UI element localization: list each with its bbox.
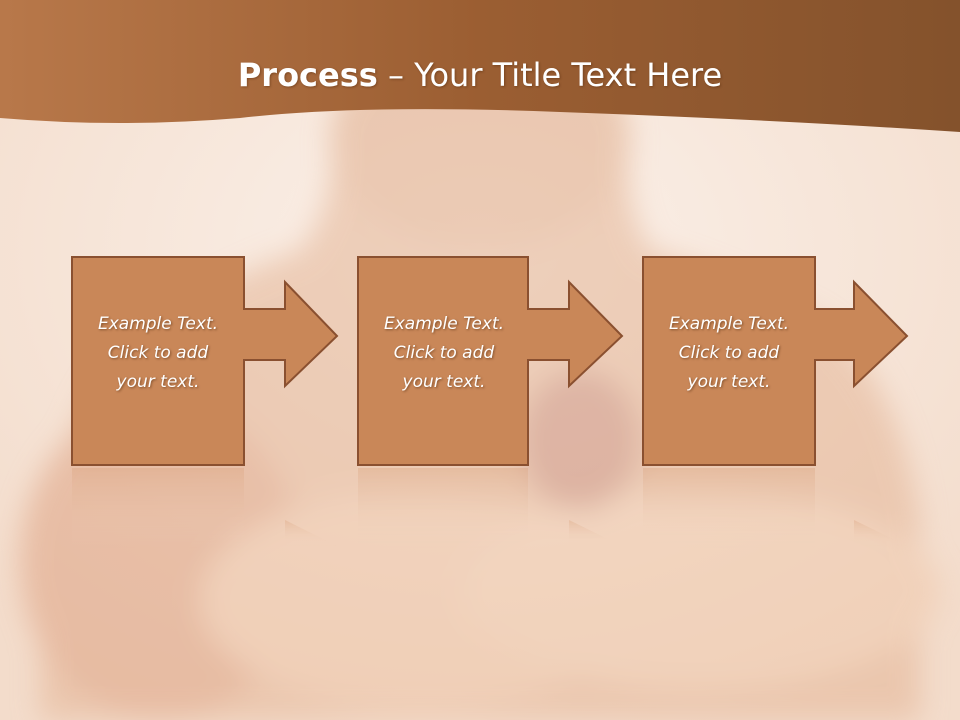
slide-title[interactable]: Process – Your Title Text Here bbox=[0, 52, 960, 98]
process-step-3[interactable]: Example Text. Click to add your text. bbox=[642, 256, 922, 466]
arrow-box-shape bbox=[642, 256, 909, 466]
step-text-line: your text. bbox=[687, 372, 771, 392]
step-text-line: Example Text. bbox=[383, 314, 505, 334]
step-text-line: your text. bbox=[116, 372, 200, 392]
step-text-line: Click to add bbox=[678, 343, 780, 363]
arrow-box-shape bbox=[357, 256, 624, 466]
step-text-line: Click to add bbox=[107, 343, 209, 363]
step-text-line: Example Text. bbox=[668, 314, 790, 334]
arrow-box-shape bbox=[71, 256, 339, 466]
step-reflection bbox=[71, 468, 351, 548]
title-rest-part: – Your Title Text Here bbox=[377, 56, 723, 94]
step-text: Example Text. Click to add your text. bbox=[646, 310, 812, 397]
step-text: Example Text. Click to add your text. bbox=[361, 310, 527, 397]
step-reflection bbox=[642, 468, 922, 548]
step-text-line: your text. bbox=[402, 372, 486, 392]
step-text: Example Text. Click to add your text. bbox=[75, 310, 241, 397]
step-text-line: Click to add bbox=[393, 343, 495, 363]
process-step-1[interactable]: Example Text. Click to add your text. bbox=[71, 256, 351, 466]
step-text-line: Example Text. bbox=[97, 314, 219, 334]
title-bold-part: Process bbox=[237, 56, 378, 94]
process-step-2[interactable]: Example Text. Click to add your text. bbox=[357, 256, 637, 466]
step-reflection bbox=[357, 468, 637, 548]
